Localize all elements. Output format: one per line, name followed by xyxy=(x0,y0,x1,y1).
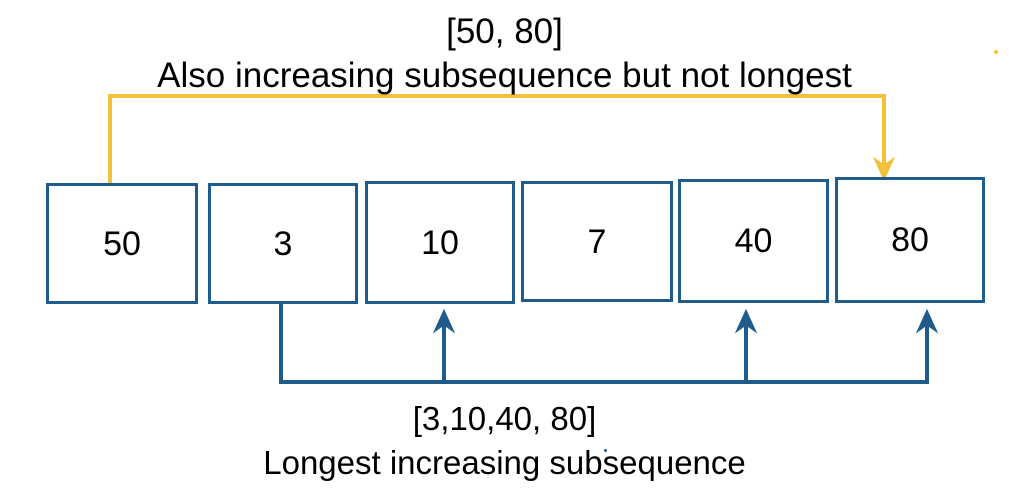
yellow-bracket-group xyxy=(108,94,896,186)
top-subsequence-description: Also increasing subsequence but not long… xyxy=(157,56,852,95)
blue-arrowhead-to-cell-80 xyxy=(915,308,939,334)
array-cell-1[interactable]: 3 xyxy=(208,183,358,304)
array-cell-value: 50 xyxy=(103,224,141,263)
array-cell-2[interactable]: 10 xyxy=(365,181,515,304)
array-cell-value: 10 xyxy=(421,223,459,262)
bottom-subsequence-label: [3,10,40, 80] xyxy=(412,400,597,437)
array-cell-value: 40 xyxy=(734,222,773,260)
bottom-subsequence-description: Longest increasing subsequence xyxy=(263,444,746,481)
array-cell-value: 80 xyxy=(891,221,929,259)
blue-arrowhead-to-cell-40 xyxy=(734,308,758,334)
yellow-speck-artifact xyxy=(994,50,998,54)
blue-arrowhead-to-cell-10 xyxy=(432,308,456,334)
blue-speck-artifact xyxy=(604,449,607,452)
array-cell-5[interactable]: 80 xyxy=(835,177,985,303)
array-cell-value: 3 xyxy=(273,224,293,263)
blue-bracket-group xyxy=(279,304,939,384)
array-cell-0[interactable]: 50 xyxy=(46,183,198,304)
top-subsequence-label: [50, 80] xyxy=(446,12,563,51)
yellow-arrowhead-down xyxy=(872,156,896,182)
array-cell-3[interactable]: 7 xyxy=(521,181,673,302)
array-cell-4[interactable]: 40 xyxy=(678,179,829,303)
array-cell-value: 7 xyxy=(587,222,607,261)
